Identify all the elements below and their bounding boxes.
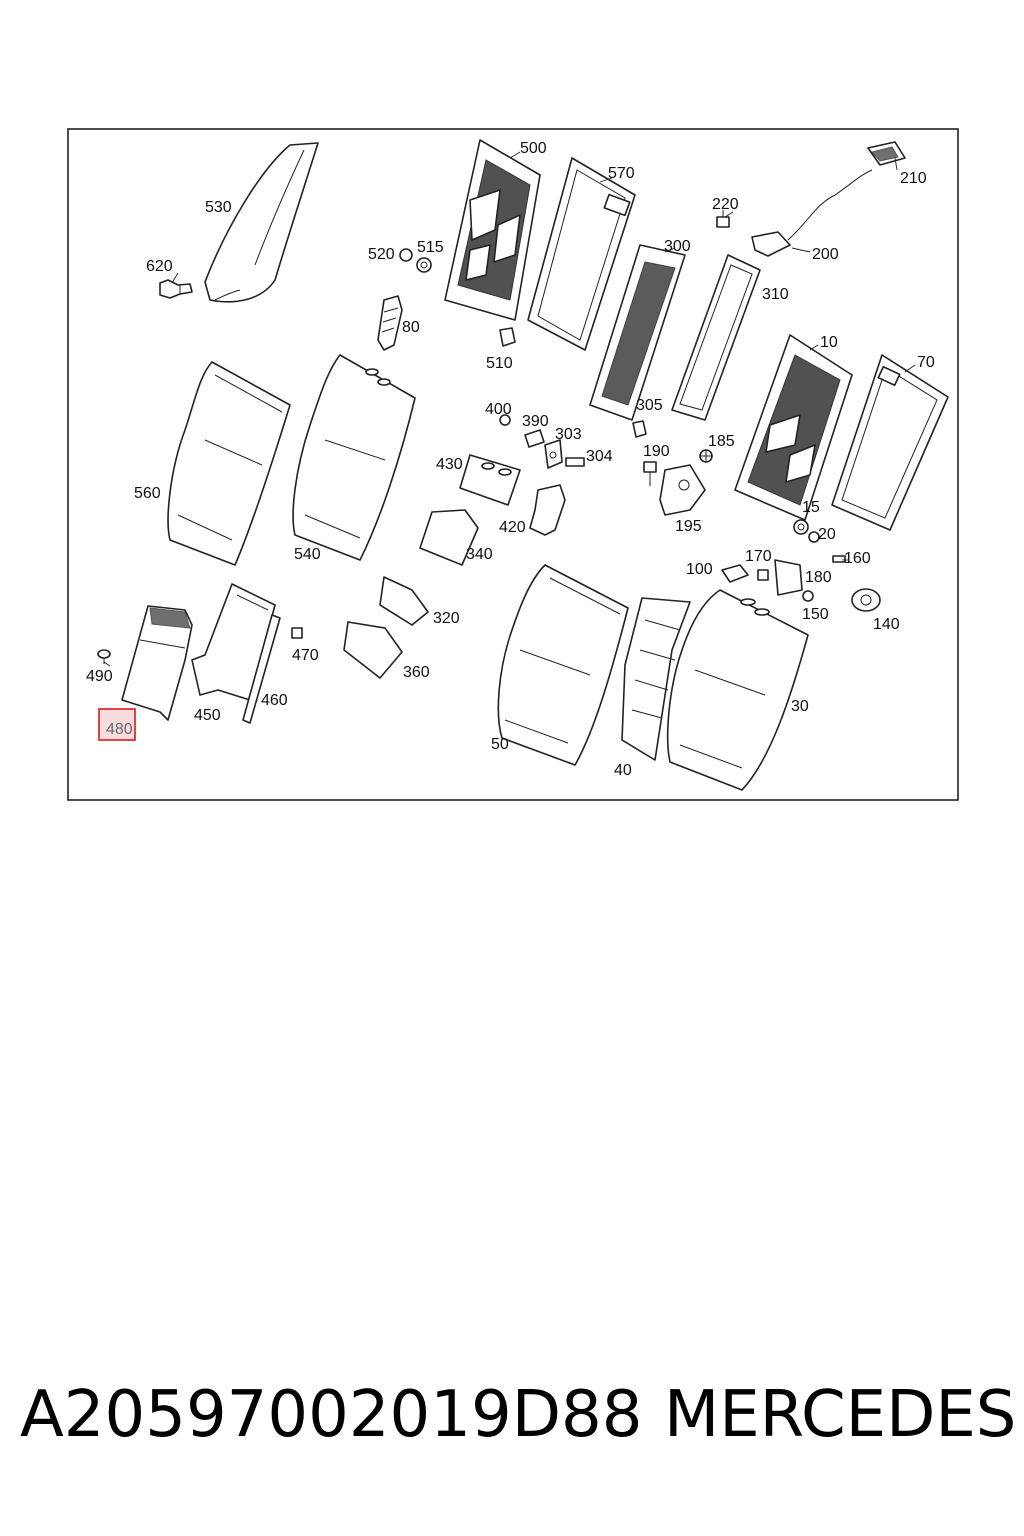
part-20-ring[interactable]: [808, 531, 820, 543]
part-470-screw[interactable]: [291, 627, 303, 639]
label-400: 400: [485, 401, 512, 418]
footer-caption: A20597002019D88 MERCEDES: [0, 1378, 1024, 1478]
label-460: 460: [261, 692, 288, 709]
part-180-mount[interactable]: [774, 559, 803, 596]
part-340-cover[interactable]: [419, 509, 479, 566]
label-304: 304: [586, 448, 613, 465]
part-195-hinge-bracket[interactable]: [659, 464, 706, 516]
part-530-side-bolster[interactable]: [204, 142, 319, 303]
part-305-clip[interactable]: [632, 420, 647, 438]
part-number-text: A20597002019D88: [20, 1378, 643, 1452]
label-50: 50: [491, 736, 509, 753]
part-320-trim[interactable]: [379, 576, 429, 626]
part-540-seat-cushion[interactable]: [292, 354, 416, 561]
part-420-mounting-plate[interactable]: [529, 484, 566, 536]
part-labels: 530 620 520 515 80 500 510 570 300 220 2…: [86, 140, 935, 779]
label-300: 300: [664, 238, 691, 255]
part-190-bolt[interactable]: [643, 461, 657, 486]
brand-text: MERCEDES: [664, 1378, 1017, 1452]
label-200: 200: [812, 246, 839, 263]
label-570: 570: [608, 165, 635, 182]
part-480-armrest[interactable]: [121, 605, 193, 721]
label-70: 70: [917, 354, 935, 371]
part-400-nut[interactable]: [499, 414, 511, 426]
part-70-back-panel[interactable]: [831, 354, 949, 531]
label-490: 490: [86, 668, 113, 685]
part-30-seat-cushion[interactable]: [666, 589, 809, 791]
label-470: 470: [292, 647, 319, 664]
label-160: 160: [844, 550, 871, 567]
label-515: 515: [417, 239, 444, 256]
exploded-parts-diagram: 530 620 520 515 80 500 510 570 300 220 2…: [67, 128, 959, 801]
part-185-spring[interactable]: [699, 449, 713, 463]
part-510-bracket[interactable]: [499, 327, 516, 347]
part-310-panel[interactable]: [671, 254, 761, 421]
label-185: 185: [708, 433, 735, 450]
label-140: 140: [873, 616, 900, 633]
label-450: 450: [194, 707, 221, 724]
label-560: 560: [134, 485, 161, 502]
part-10-backrest-frame[interactable]: [734, 334, 853, 521]
label-320: 320: [433, 610, 460, 627]
part-15-bushing[interactable]: [793, 519, 809, 535]
label-303: 303: [555, 426, 582, 443]
label-190: 190: [643, 443, 670, 460]
label-30: 30: [791, 698, 809, 715]
label-20: 20: [818, 526, 836, 543]
leader-lines: [103, 151, 916, 667]
label-220: 220: [712, 196, 739, 213]
label-340: 340: [466, 546, 493, 563]
part-360-trim[interactable]: [343, 621, 403, 679]
label-620: 620: [146, 258, 173, 275]
part-520-ring[interactable]: [399, 248, 413, 262]
label-360: 360: [403, 664, 430, 681]
part-390-clip[interactable]: [524, 429, 545, 448]
label-195: 195: [675, 518, 702, 535]
label-150: 150: [802, 606, 829, 623]
part-100-clip[interactable]: [721, 564, 749, 583]
part-500-backrest-frame[interactable]: [444, 139, 541, 321]
part-220-screw[interactable]: [716, 210, 730, 228]
part-210-release-handle[interactable]: [867, 141, 906, 166]
part-620-clip[interactable]: [159, 279, 193, 299]
part-303-latch[interactable]: [544, 439, 563, 469]
label-100: 100: [686, 561, 713, 578]
part-170-screw[interactable]: [757, 569, 769, 581]
label-420: 420: [499, 519, 526, 536]
label-510: 510: [486, 355, 513, 372]
label-390: 390: [522, 413, 549, 430]
label-540: 540: [294, 546, 321, 563]
label-430: 430: [436, 456, 463, 473]
part-430-bracket[interactable]: [459, 454, 521, 506]
part-160-pin[interactable]: [832, 555, 846, 563]
label-500: 500: [520, 140, 547, 157]
label-80: 80: [402, 319, 420, 336]
label-15: 15: [802, 499, 820, 516]
label-40: 40: [614, 762, 632, 779]
part-570-back-panel[interactable]: [527, 157, 636, 351]
part-490-push-pin[interactable]: [97, 649, 111, 664]
label-10: 10: [820, 334, 838, 351]
part-200-cable-release[interactable]: [751, 169, 873, 257]
part-304-bolt[interactable]: [565, 457, 585, 467]
part-140-motor[interactable]: [851, 588, 881, 612]
label-530: 530: [205, 199, 232, 216]
label-305: 305: [636, 397, 663, 414]
part-460-trim-strip[interactable]: [242, 614, 281, 724]
part-50-seat-cover[interactable]: [497, 564, 629, 766]
part-515-grommet[interactable]: [416, 257, 432, 273]
label-310: 310: [762, 286, 789, 303]
label-180: 180: [805, 569, 832, 586]
label-210: 210: [900, 170, 927, 187]
part-80-spring-bracket[interactable]: [377, 295, 403, 351]
part-40-heating-mat[interactable]: [621, 597, 691, 761]
label-480: 480: [106, 721, 133, 738]
label-520: 520: [368, 246, 395, 263]
part-560-seat-cover[interactable]: [167, 361, 291, 566]
part-300-center-frame[interactable]: [589, 244, 686, 421]
label-170: 170: [745, 548, 772, 565]
part-150-nut[interactable]: [802, 590, 814, 602]
highlight-box-480[interactable]: [98, 708, 136, 741]
